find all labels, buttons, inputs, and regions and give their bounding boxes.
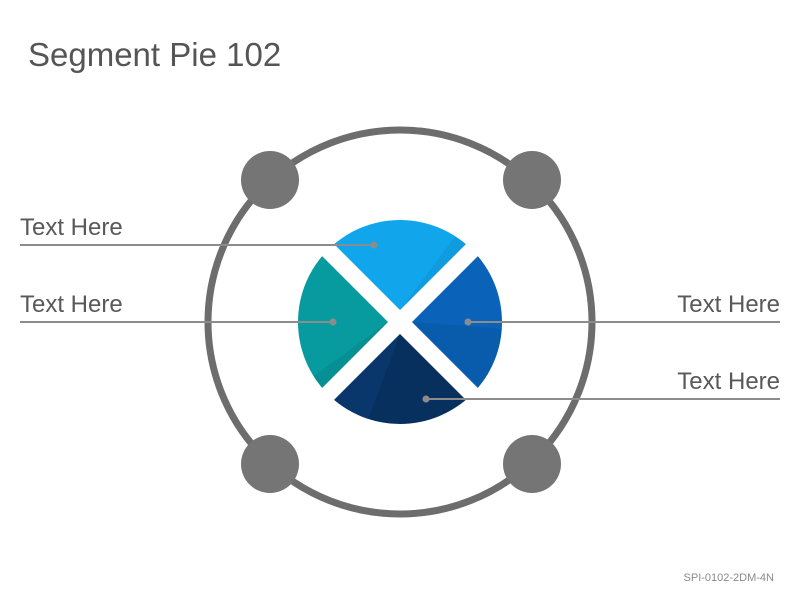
connector-dot-middle-left <box>329 318 337 326</box>
connector-dot-top-left <box>370 241 378 249</box>
label-middle-right: Text Here <box>677 291 780 318</box>
node-top-right <box>503 151 561 209</box>
label-bottom-right: Text Here <box>677 368 780 395</box>
label-middle-left: Text Here <box>20 291 123 318</box>
label-top-left: Text Here <box>20 214 123 241</box>
connector-dot-middle-right <box>464 318 472 326</box>
footer-code: SPI-0102-2DM-4N <box>683 572 774 584</box>
slide-title: Segment Pie 102 <box>28 36 282 73</box>
node-top-left <box>241 151 299 209</box>
node-bottom-left <box>241 435 299 493</box>
node-bottom-right <box>503 435 561 493</box>
connector-dot-bottom-right <box>422 395 430 403</box>
